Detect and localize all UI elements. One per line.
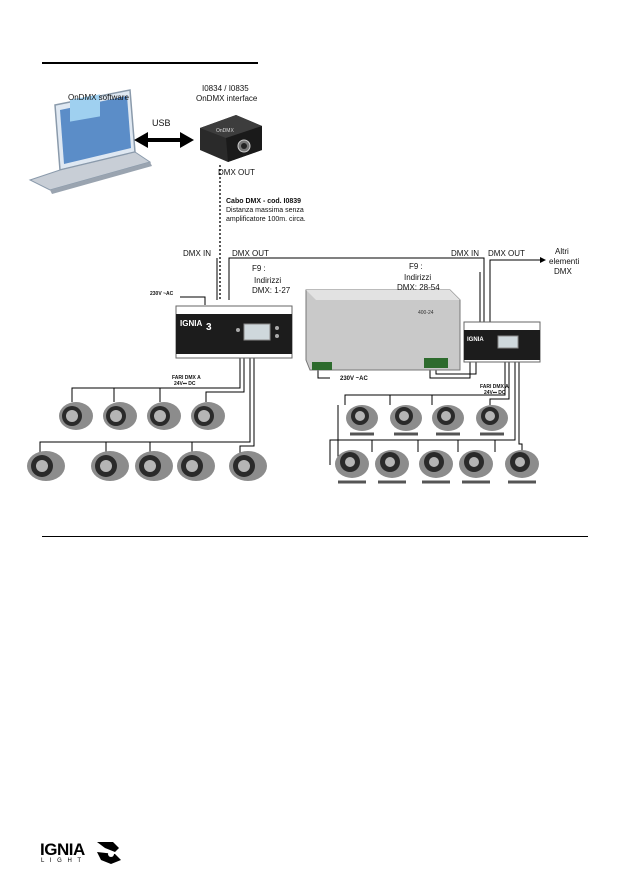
spotlight-icon — [177, 451, 215, 481]
svg-text:3: 3 — [206, 322, 212, 333]
svg-text:IGNIA: IGNIA — [467, 337, 484, 343]
spotlight-icon — [390, 405, 422, 436]
cable-title: Cabo DMX - cod. I0839 — [226, 198, 302, 205]
interface-model-label: I0834 / I0835 — [202, 84, 249, 93]
controller2-dmx-out-label: DMX OUT — [488, 249, 525, 258]
ignia-logo: IGNIA L I G H T — [40, 840, 130, 870]
dmx-out-top-label: DMX OUT — [218, 168, 255, 177]
spotlight-icon — [91, 451, 129, 481]
controller2-dmx-in-label: DMX IN — [451, 249, 479, 258]
spotlight-icon — [191, 402, 225, 430]
psu-addr-label: Indirizzi — [404, 273, 432, 282]
controller2-output-line2: 24V⎓ DC — [484, 390, 506, 396]
cable-line2: amplificatore 100m. circa. — [226, 216, 306, 223]
spotlight-icon — [335, 450, 369, 484]
svg-text:IGNIA: IGNIA — [180, 319, 202, 328]
logo-text: IGNIA — [40, 840, 85, 859]
spotlight-icon — [459, 450, 493, 484]
interface-name-label: OnDMX interface — [196, 94, 258, 103]
other-elements-line3: DMX — [554, 267, 572, 276]
spotlight-icon — [229, 451, 267, 481]
spotlight-icon — [432, 405, 464, 436]
spotlight-icon — [375, 450, 409, 484]
svg-text:400-24: 400-24 — [418, 310, 434, 316]
cable-line1: Distanza massima senza — [226, 207, 304, 214]
svg-text:OnDMX: OnDMX — [216, 128, 234, 134]
spotlight-icon — [476, 405, 508, 436]
spotlight-icon — [147, 402, 181, 430]
section-rule — [42, 536, 588, 537]
usb-label: USB — [152, 118, 171, 128]
controller1-addr-label: Indirizzi — [254, 276, 282, 285]
controller1-dmx-out-label: DMX OUT — [232, 249, 269, 258]
controller1-output-line2: 24V⎓ DC — [174, 381, 196, 387]
controller1-mode-label: F9 : — [252, 264, 266, 273]
spotlight-icon — [419, 450, 453, 484]
software-label: OnDMX software — [68, 93, 129, 102]
controller1-dmx-in-label: DMX IN — [183, 249, 211, 258]
spotlight-icon — [103, 402, 137, 430]
top-rule — [42, 62, 258, 64]
spotlight-icon — [27, 451, 65, 481]
controller1-output-line1: FARI DMX A — [172, 375, 201, 381]
spotlight-icon — [505, 450, 539, 484]
psu-addr-range: DMX: 28-54 — [397, 283, 440, 292]
psu-power-label: 230V ~AC — [340, 376, 368, 382]
controller1-addr-range: DMX: 1-27 — [252, 286, 291, 295]
controller2-output-line1: FARI DMX A — [480, 384, 509, 390]
logo-subtext: L I G H T — [41, 858, 84, 864]
spotlight-icon — [135, 451, 173, 481]
spotlight-icon — [59, 402, 93, 430]
other-elements-line1: Altri — [555, 247, 569, 256]
psu-mode-label: F9 : — [409, 262, 423, 271]
logo-mark-icon — [97, 842, 121, 864]
spotlight-icon — [346, 405, 378, 436]
controller1-power-label: 230V ~AC — [150, 291, 174, 297]
other-elements-line2: elementi — [549, 257, 580, 266]
